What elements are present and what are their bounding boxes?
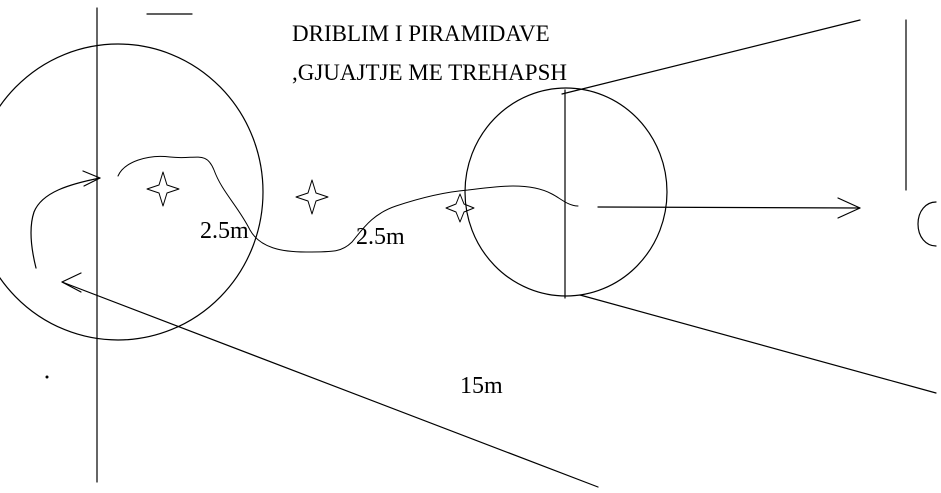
arrow-head-left-icon: [61, 272, 82, 293]
diagram-title-line-1: DRIBLIM I PIRAMIDAVE: [292, 21, 550, 46]
left-circle: [0, 43, 264, 341]
cone-3-icon: [445, 193, 475, 223]
diagonal-line-right: [579, 294, 937, 394]
distance-line-15m: [61, 281, 599, 488]
return-path-curve: [30, 177, 101, 269]
cone-1-icon: [146, 171, 180, 207]
distance-label-cone-2: 2.5m: [356, 224, 405, 250]
right-circle: [464, 87, 668, 297]
diagram-title-line-2: ,GJUAJTJE ME TREHAPSH: [292, 60, 567, 85]
arrow-head-return-icon: [82, 170, 101, 187]
diagonal-line-top: [561, 19, 861, 95]
arrow-line-right: [597, 206, 861, 209]
basket-ring-icon: [917, 201, 937, 247]
cone-2-icon: [295, 179, 329, 215]
distance-label-total: 15m: [460, 373, 503, 399]
distance-label-cone-1: 2.5m: [200, 218, 249, 244]
dribble-path: [117, 155, 579, 253]
arrow-head-right-icon: [837, 197, 861, 219]
small-dot: [45, 375, 49, 379]
